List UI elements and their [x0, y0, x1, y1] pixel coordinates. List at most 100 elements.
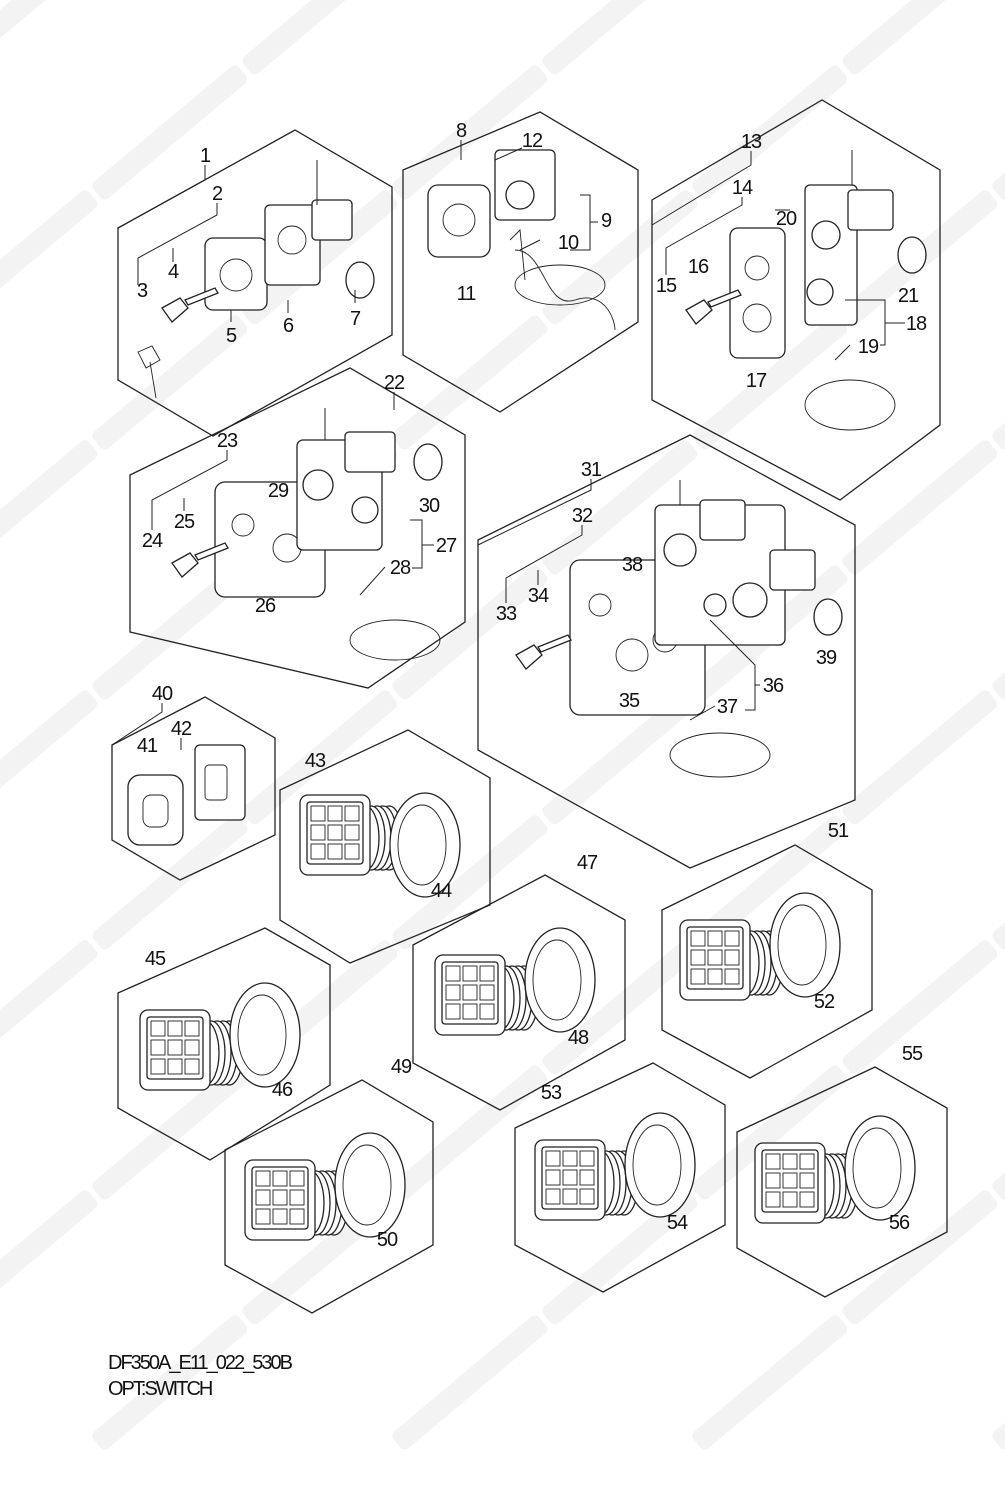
keypad-button: [289, 1208, 305, 1225]
keypad-button: [462, 984, 478, 1001]
callout-number: 3: [137, 280, 148, 302]
callout-number: 15: [656, 275, 677, 297]
keypad-button: [579, 1188, 595, 1205]
keypad-button: [310, 843, 326, 860]
keypad-button: [579, 1169, 595, 1186]
callout-number: 22: [384, 372, 405, 394]
callout-number: 42: [171, 718, 192, 740]
callout-number: 14: [732, 177, 753, 199]
watermark-mark: [92, 65, 248, 200]
group-22-outline: [129, 367, 466, 689]
watermark-mark: [0, 0, 98, 75]
keypad-button: [782, 1153, 798, 1170]
keypad-button: [707, 968, 723, 985]
keypad-button: [344, 824, 360, 841]
callout-number: 28: [390, 557, 411, 579]
callout-number: 11: [457, 283, 477, 305]
keypad-button: [545, 1150, 561, 1167]
watermark-mark: [392, 565, 548, 700]
keypad-switch: [244, 1159, 349, 1241]
watermark-mark: [542, 1190, 698, 1325]
group-55-outline: [736, 1066, 948, 1298]
bezel-ring: [229, 982, 301, 1088]
keypad-button: [765, 1172, 781, 1189]
keypad-switch: [534, 1139, 639, 1221]
keypad-button: [184, 1020, 200, 1037]
group-8-outline: [402, 111, 639, 413]
group-43-outline: [279, 729, 491, 964]
keypad-button: [327, 824, 343, 841]
callout-number: 7: [350, 308, 361, 330]
bezel-ring: [624, 1112, 696, 1218]
keypad-button: [765, 1191, 781, 1208]
group-1-outline: [117, 129, 393, 437]
keypad-button: [272, 1189, 288, 1206]
callout-number: 34: [528, 585, 549, 607]
keypad-button: [289, 1189, 305, 1206]
callout-number: 41: [137, 735, 158, 757]
watermark-mark: [842, 440, 998, 575]
callout-number: 18: [906, 313, 927, 335]
watermark-mark: [392, 1065, 548, 1200]
keypad-button: [462, 965, 478, 982]
callout-number: 24: [142, 530, 163, 552]
keypad-button: [799, 1172, 815, 1189]
keypad-button: [724, 930, 740, 947]
keypad-switch: [679, 919, 784, 1001]
keypad-button: [445, 1003, 461, 1020]
callout-number: 32: [572, 505, 593, 527]
callout-number: 35: [619, 690, 640, 712]
callout-number: 47: [577, 852, 598, 874]
callout-number: 44: [431, 880, 452, 902]
callout-number: 30: [419, 495, 440, 517]
callout-number: 39: [816, 647, 837, 669]
watermark-mark: [0, 1190, 98, 1325]
watermark-mark: [392, 1315, 548, 1450]
watermark-mark: [692, 65, 848, 200]
keypad-button: [724, 968, 740, 985]
callout-number: 17: [746, 370, 767, 392]
group-49-outline: [224, 1079, 434, 1314]
keypad-button: [184, 1058, 200, 1075]
watermark-mark: [842, 0, 998, 75]
watermark-mark: [0, 940, 98, 1075]
keypad-button: [479, 965, 495, 982]
callout-number: 21: [898, 285, 919, 307]
watermark-mark: [542, 440, 698, 575]
switch-body: [264, 204, 321, 286]
keypad-button: [445, 965, 461, 982]
switch-panel: [427, 184, 491, 258]
keypad-button: [289, 1170, 305, 1187]
keypad-button: [690, 930, 706, 947]
callout-number: 16: [688, 256, 709, 278]
callout-number: 45: [145, 948, 166, 970]
keypad-button: [150, 1020, 166, 1037]
cap: [345, 261, 375, 299]
keypad-button: [150, 1039, 166, 1056]
watermark-mark: [692, 1315, 848, 1450]
callout-number: 29: [268, 480, 289, 502]
group-45-outline: [117, 927, 331, 1161]
watermark-mark: [542, 190, 698, 325]
keypad-button: [150, 1058, 166, 1075]
keypad-button: [799, 1153, 815, 1170]
watermark-mark: [392, 65, 548, 200]
keypad-button: [690, 968, 706, 985]
keypad-button: [782, 1191, 798, 1208]
keypad-button: [255, 1208, 271, 1225]
callout-number: 46: [272, 1079, 293, 1101]
watermark-mark: [92, 1065, 248, 1200]
key-icon: [161, 287, 219, 323]
keypad-button: [765, 1153, 781, 1170]
callout-number: 36: [763, 675, 784, 697]
watermark-mark: [842, 1190, 998, 1325]
keypad-button: [272, 1170, 288, 1187]
callout-number: 33: [496, 603, 517, 625]
keypad-button: [782, 1172, 798, 1189]
callout-number: 19: [858, 336, 879, 358]
callout-number: 20: [776, 208, 797, 230]
keypad-switch: [754, 1142, 859, 1224]
keypad-button: [562, 1188, 578, 1205]
